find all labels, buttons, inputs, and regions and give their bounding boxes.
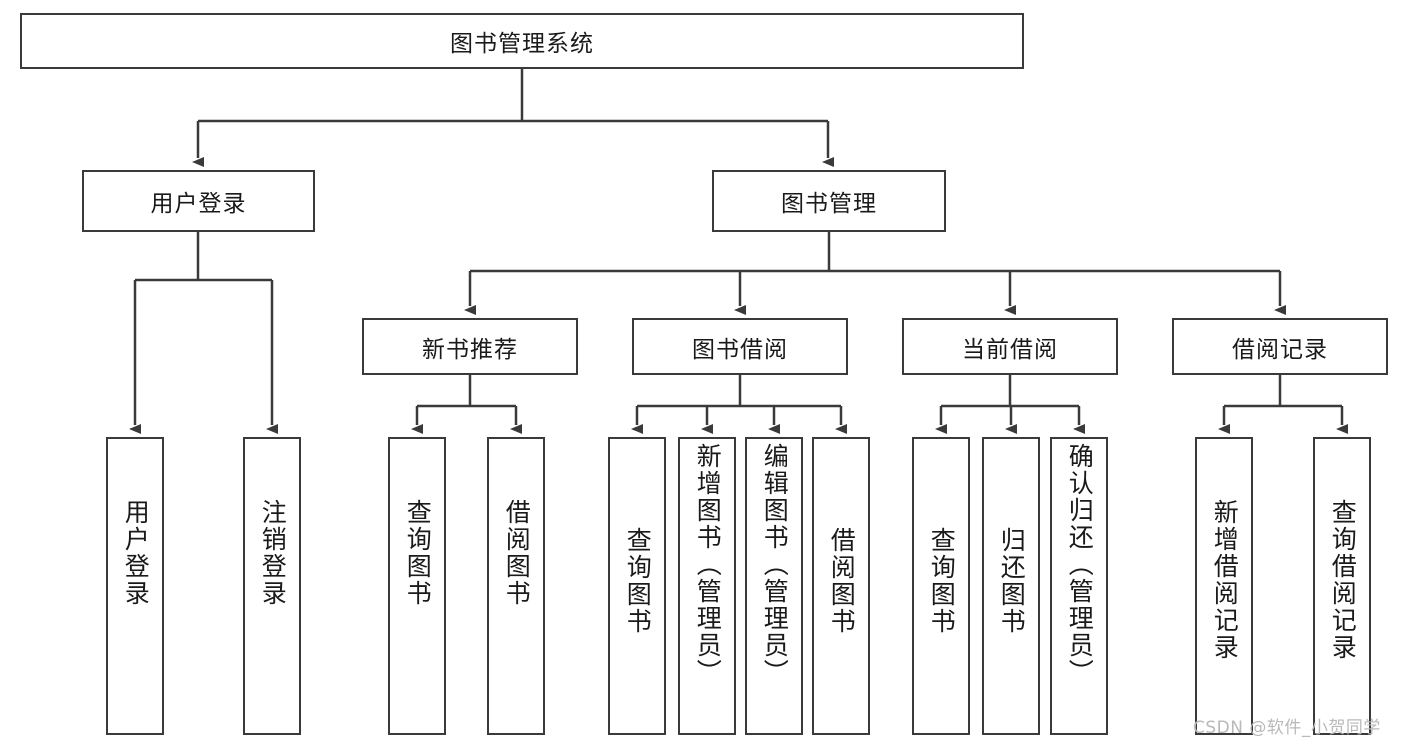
node-leaf-borrow-borrow-book-label: 借阅图书 — [827, 527, 857, 635]
node-leaf-cur-confirm-return[interactable]: 确认归还（管理员） — [1050, 437, 1108, 735]
node-leaf-rec-add-record[interactable]: 新增借阅记录 — [1195, 437, 1253, 735]
node-leaf-rec-query-record-label: 查询借阅记录 — [1328, 499, 1358, 661]
node-current-borrow-label: 当前借阅 — [962, 336, 1058, 363]
node-user-login-label: 用户登录 — [150, 191, 247, 217]
csdn-watermark: CSDN @软件_小贺同学 — [1193, 718, 1381, 738]
node-leaf-rec-query-record[interactable]: 查询借阅记录 — [1313, 437, 1371, 735]
node-leaf-user-login[interactable]: 用户登录 — [106, 437, 164, 735]
node-leaf-user-logout-label: 注销登录 — [258, 499, 288, 607]
node-book-manage[interactable]: 图书管理 — [712, 170, 946, 232]
node-leaf-borrow-edit-book-label: 编辑图书（管理员） — [760, 443, 790, 686]
node-root[interactable]: 图书管理系统 — [20, 13, 1024, 69]
node-leaf-borrow-add-book-label: 新增图书（管理员） — [693, 443, 723, 686]
node-leaf-cur-query-book-label: 查询图书 — [927, 527, 957, 635]
node-leaf-rec-borrow-book[interactable]: 借阅图书 — [487, 437, 545, 735]
node-leaf-rec-add-record-label: 新增借阅记录 — [1210, 499, 1240, 661]
node-root-label: 图书管理系统 — [450, 31, 594, 57]
node-leaf-cur-query-book[interactable]: 查询图书 — [912, 437, 970, 735]
node-leaf-borrow-add-book[interactable]: 新增图书（管理员） — [678, 437, 736, 735]
node-leaf-borrow-edit-book[interactable]: 编辑图书（管理员） — [745, 437, 803, 735]
node-leaf-rec-query-book-label: 查询图书 — [403, 499, 433, 607]
node-leaf-cur-confirm-return-label: 确认归还（管理员） — [1065, 443, 1095, 686]
node-leaf-rec-borrow-book-label: 借阅图书 — [502, 499, 532, 607]
node-leaf-borrow-query-book[interactable]: 查询图书 — [608, 437, 666, 735]
node-borrow-record-label: 借阅记录 — [1232, 336, 1328, 363]
node-book-borrow[interactable]: 图书借阅 — [632, 318, 848, 375]
node-new-book-rec[interactable]: 新书推荐 — [362, 318, 578, 375]
node-new-book-rec-label: 新书推荐 — [422, 336, 518, 363]
node-leaf-user-logout[interactable]: 注销登录 — [243, 437, 301, 735]
node-leaf-cur-return-book-label: 归还图书 — [997, 527, 1027, 635]
node-book-manage-label: 图书管理 — [781, 191, 877, 217]
node-leaf-rec-query-book[interactable]: 查询图书 — [388, 437, 446, 735]
node-leaf-borrow-borrow-book[interactable]: 借阅图书 — [812, 437, 870, 735]
node-current-borrow[interactable]: 当前借阅 — [902, 318, 1118, 375]
node-leaf-borrow-query-book-label: 查询图书 — [623, 527, 653, 635]
node-user-login[interactable]: 用户登录 — [82, 170, 315, 232]
node-leaf-cur-return-book[interactable]: 归还图书 — [982, 437, 1040, 735]
node-borrow-record[interactable]: 借阅记录 — [1172, 318, 1388, 375]
node-book-borrow-label: 图书借阅 — [692, 336, 788, 363]
node-leaf-user-login-label: 用户登录 — [121, 499, 151, 607]
